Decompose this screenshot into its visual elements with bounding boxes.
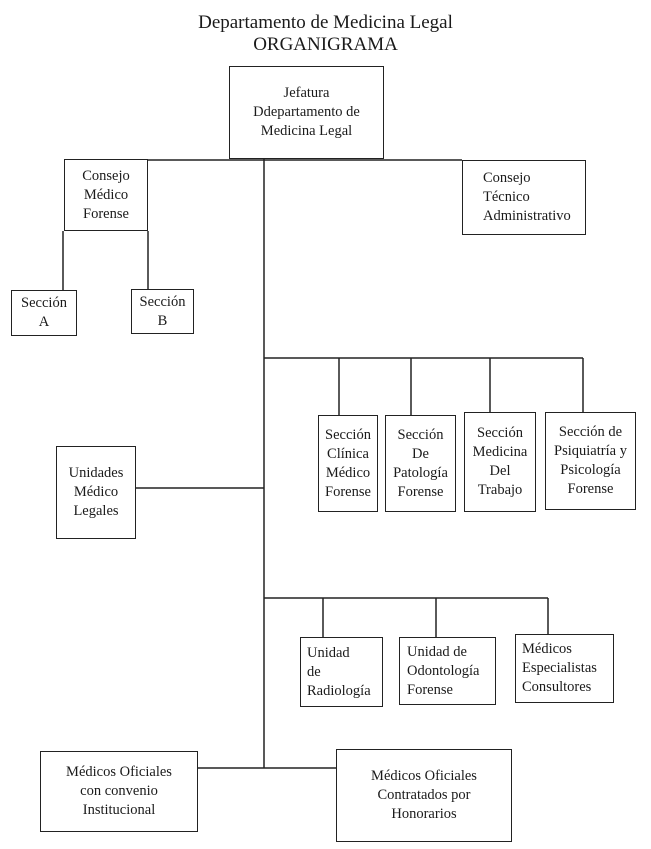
diagram-title: Departamento de Medicina Legal	[198, 12, 453, 33]
node-seccion-b: Sección B	[131, 289, 194, 334]
node-seccion-clinica-medico-forense: Sección Clínica Médico Forense	[318, 415, 378, 512]
node-unidades-medico-legales: Unidades Médico Legales	[56, 446, 136, 539]
node-unidad-radiologia: Unidad de Radiología	[300, 637, 383, 707]
node-medicos-especialistas: Médicos Especialistas Consultores	[515, 634, 614, 703]
node-jefatura: Jefatura Ddepartamento de Medicina Legal	[229, 66, 384, 159]
node-consejo-medico-forense: Consejo Médico Forense	[64, 159, 148, 231]
node-consejo-tecnico-administrativo: Consejo Técnico Administrativo	[462, 160, 586, 235]
node-medicos-oficiales-honorarios: Médicos Oficiales Contratados por Honora…	[336, 749, 512, 842]
diagram-subtitle: ORGANIGRAMA	[253, 34, 398, 55]
node-seccion-patologia-forense: Sección De Patología Forense	[385, 415, 456, 512]
node-seccion-psiquiatria-psicologia: Sección de Psiquiatría y Psicología Fore…	[545, 412, 636, 510]
node-unidad-odontologia: Unidad de Odontología Forense	[399, 637, 496, 705]
node-seccion-medicina-del-trabajo: Sección Medicina Del Trabajo	[464, 412, 536, 512]
node-seccion-a: Sección A	[11, 290, 77, 336]
node-medicos-oficiales-convenio: Médicos Oficiales con convenio Instituci…	[40, 751, 198, 832]
